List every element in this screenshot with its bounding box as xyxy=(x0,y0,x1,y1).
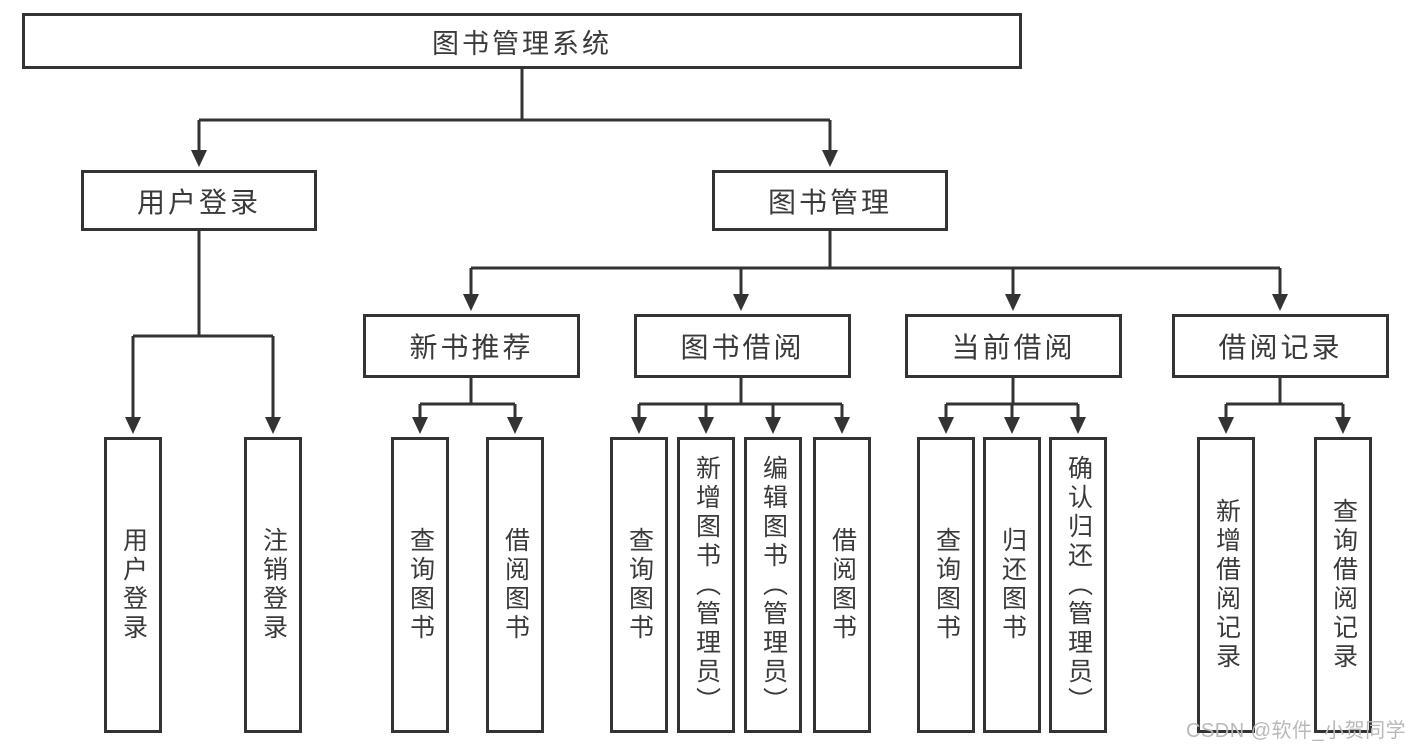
leaf-borrow-edit-book-admin: 编辑图书（管理员） xyxy=(744,437,802,733)
node-book-borrow: 图书借阅 xyxy=(634,314,851,378)
csdn-watermark: CSDN @软件_小贺同学 xyxy=(1186,720,1405,742)
node-borrow-records: 借阅记录 xyxy=(1172,314,1389,378)
leaf-current-confirm-return-admin: 确认归还（管理员） xyxy=(1049,437,1107,733)
leaf-recommend-borrow-book: 借阅图书 xyxy=(486,437,544,733)
leaf-records-add-record: 新增借阅记录 xyxy=(1197,437,1255,733)
leaf-current-return-book: 归还图书 xyxy=(983,437,1041,733)
leaf-recommend-query-book: 查询图书 xyxy=(391,437,449,733)
node-new-book-recommend: 新书推荐 xyxy=(363,314,580,378)
node-current-borrow: 当前借阅 xyxy=(905,314,1122,378)
node-user-login: 用户登录 xyxy=(81,170,317,231)
leaf-current-query-book: 查询图书 xyxy=(917,437,975,733)
leaf-logout-login: 注销登录 xyxy=(244,437,302,733)
node-root: 图书管理系统 xyxy=(22,13,1022,69)
leaf-records-query-record: 查询借阅记录 xyxy=(1314,437,1372,733)
leaf-borrow-add-book-admin: 新增图书（管理员） xyxy=(677,437,735,733)
leaf-borrow-query-book: 查询图书 xyxy=(610,437,668,733)
node-book-management: 图书管理 xyxy=(712,170,948,231)
leaf-borrow-borrow-book: 借阅图书 xyxy=(813,437,871,733)
leaf-user-login: 用户登录 xyxy=(104,437,162,733)
